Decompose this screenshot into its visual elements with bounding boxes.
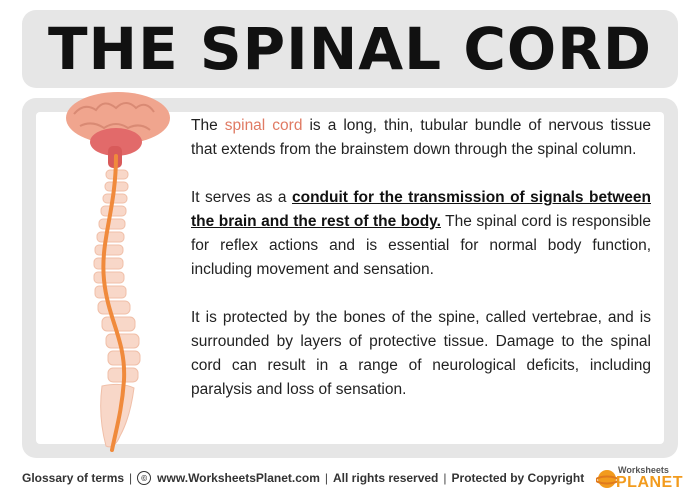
copyright-icon: ©: [137, 471, 152, 485]
paragraph-3: It is protected by the bones of the spin…: [191, 309, 651, 398]
brainstem-icon: [90, 128, 142, 168]
spinal-cord-term: spinal cord: [224, 117, 303, 134]
paragraph-2: It serves as a conduit for the transmiss…: [191, 186, 651, 282]
site-link[interactable]: www.WorksheetsPlanet.com: [157, 471, 320, 485]
p2-text-end: The spinal cord is responsible for refle…: [191, 213, 651, 278]
logo-line2: PLANET: [616, 474, 683, 491]
paragraph-1: The spinal cord is a long, thin, tubular…: [191, 114, 651, 162]
conduit-emphasis: conduit for the transmission of signals …: [191, 189, 651, 230]
p2-text-start: It serves as a: [191, 189, 292, 206]
logo-line1: Worksheets: [618, 465, 669, 475]
footer-separator: |: [443, 471, 447, 485]
page-title: THE SPINAL CORD: [47, 15, 653, 83]
content-panel-inner: [36, 112, 664, 444]
spinal-cord-icon: [101, 154, 127, 452]
protected-text: Protected by Copyright: [451, 471, 585, 485]
brain-spine-illustration: [66, 92, 170, 452]
planet-logo-icon: [596, 470, 618, 488]
footer: Glossary of terms | © www.WorksheetsPlan…: [22, 466, 678, 490]
glossary-link[interactable]: Glossary of terms: [22, 471, 125, 485]
footer-separator: |: [129, 471, 133, 485]
vertebrae-icon: [93, 169, 141, 448]
body-text: The spinal cord is a long, thin, tubular…: [191, 114, 651, 426]
brain-icon: [66, 92, 170, 144]
p1-text-start: The: [191, 117, 225, 134]
p1-text-end: is a long, thin, tubular bundle of nervo…: [191, 117, 651, 158]
title-banner: THE SPINAL CORD: [22, 10, 678, 88]
rights-text: All rights reserved: [333, 471, 439, 485]
worksheets-planet-logo[interactable]: Worksheets PLANET: [596, 464, 683, 492]
footer-separator: |: [324, 471, 329, 485]
